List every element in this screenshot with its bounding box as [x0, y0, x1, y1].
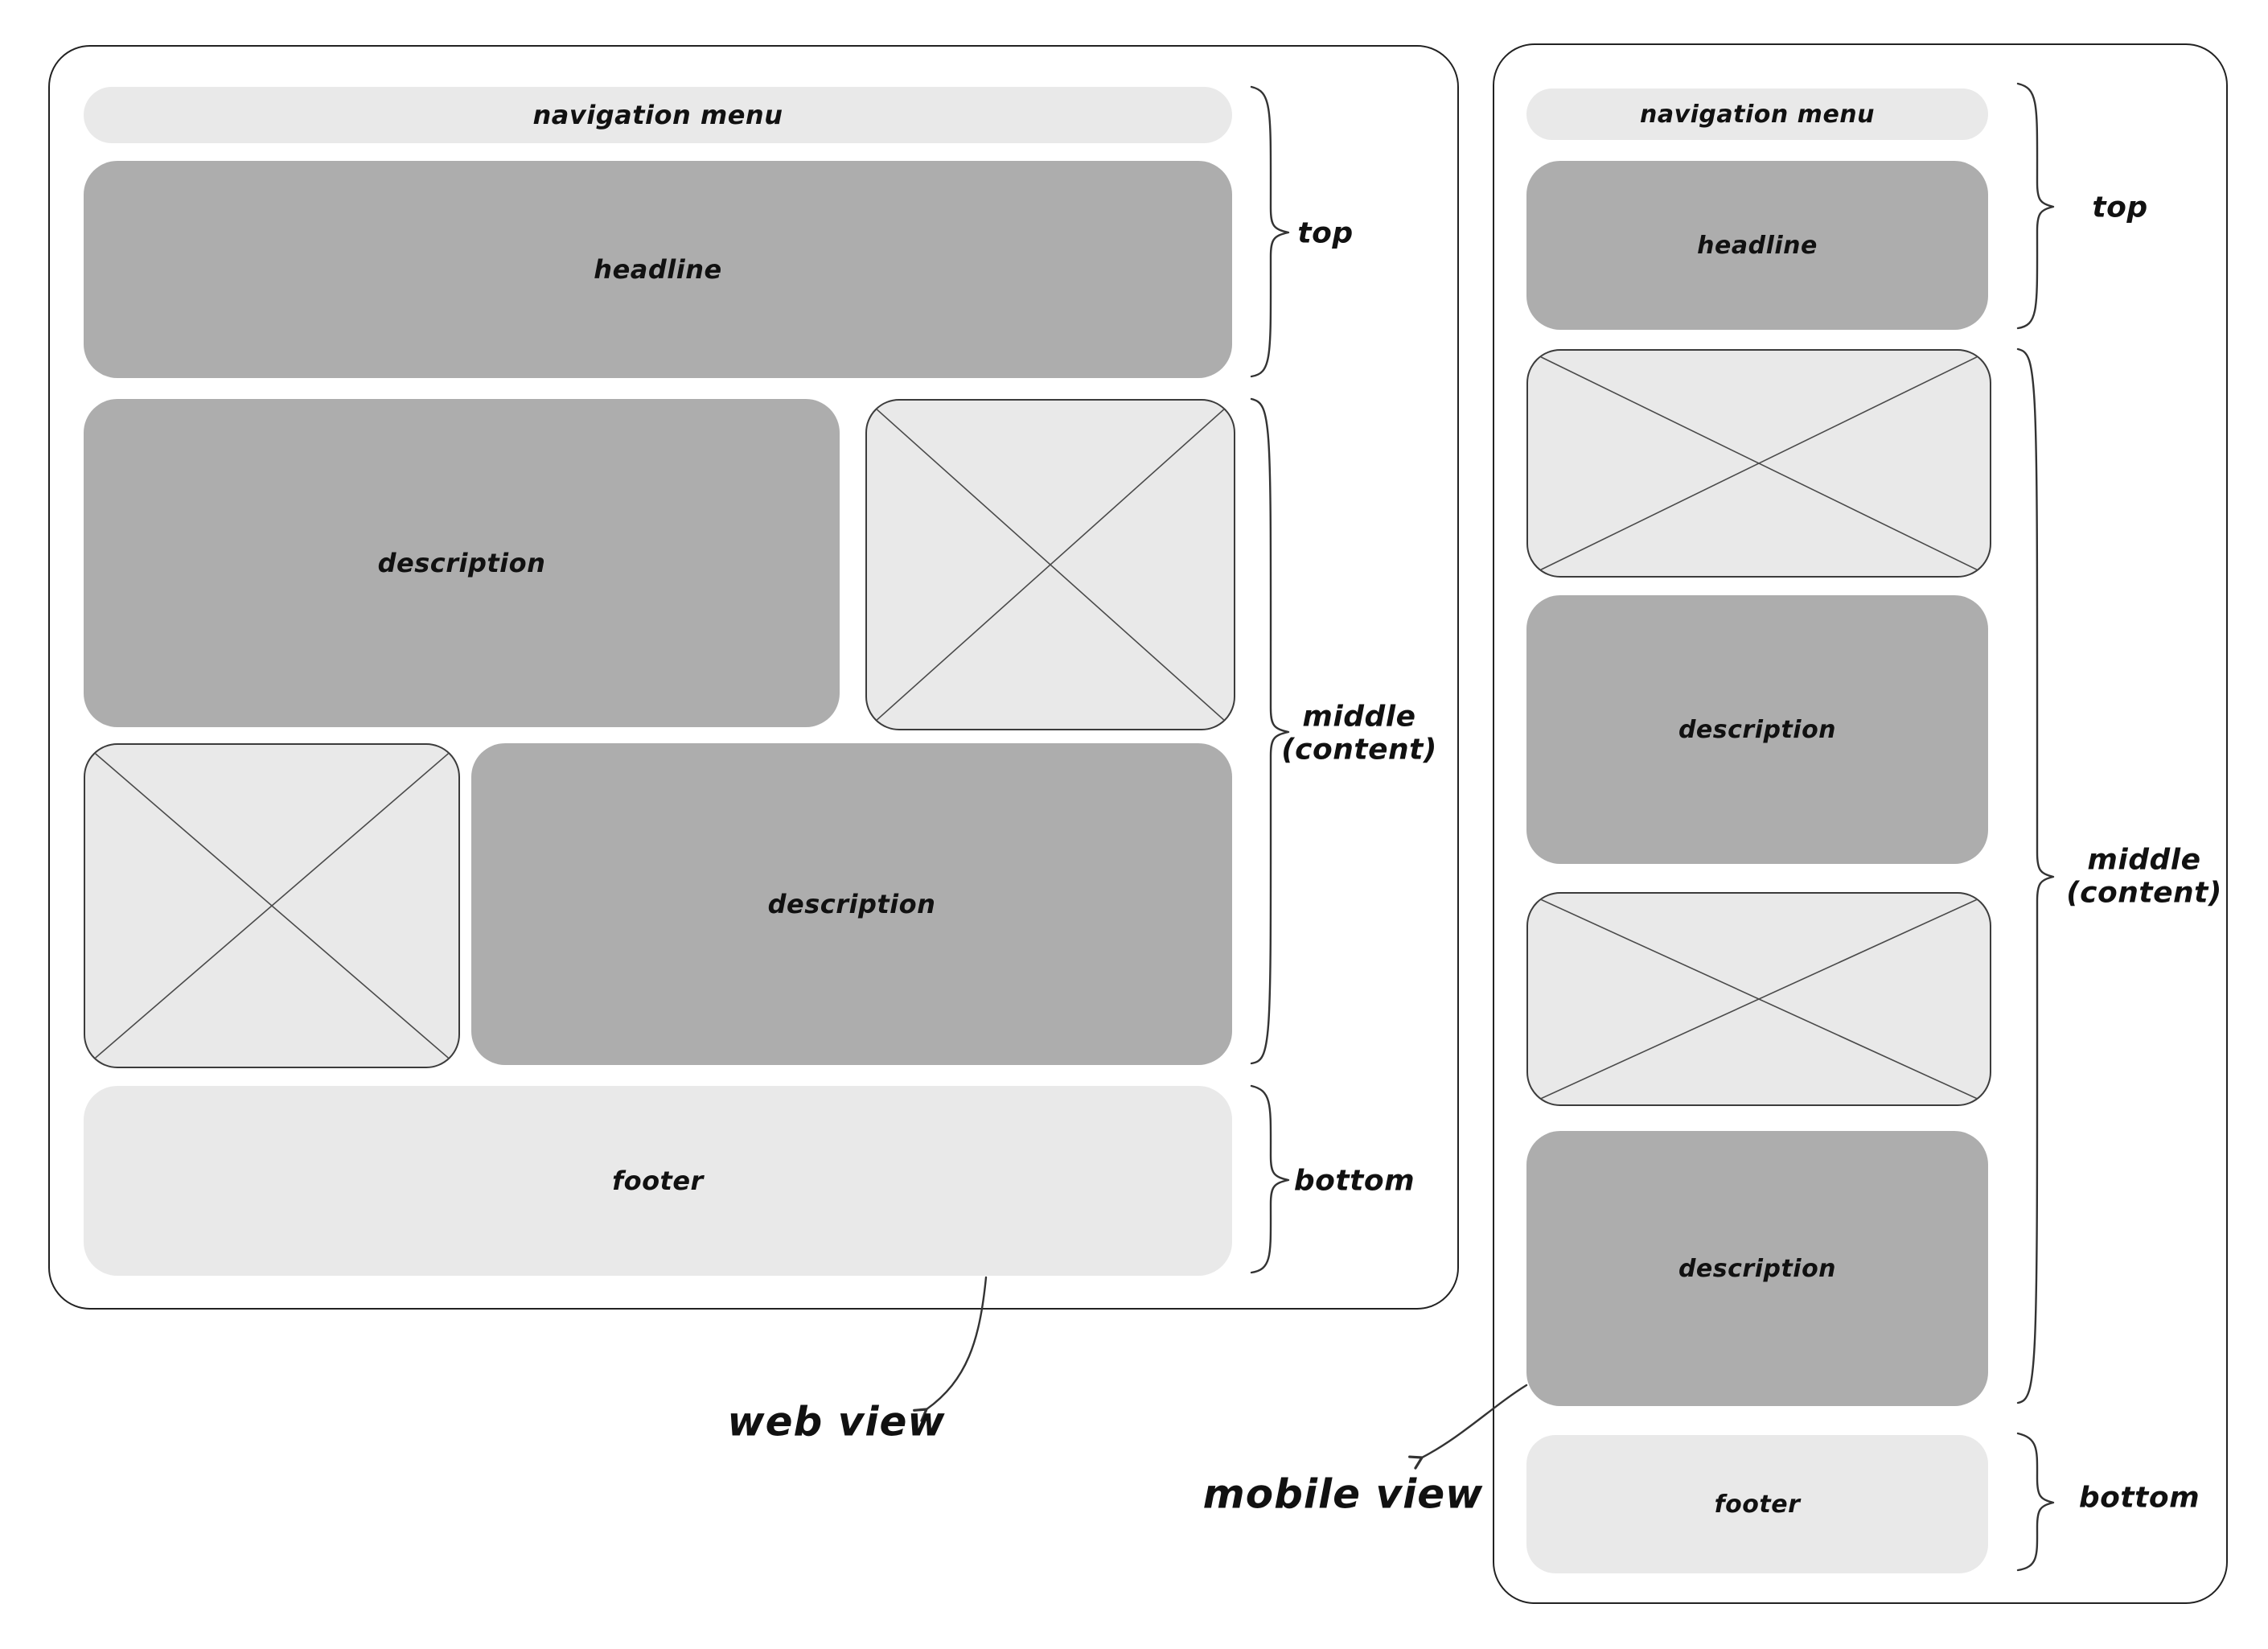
image-x-icon — [1528, 894, 1990, 1104]
web-description-block-row2: description — [471, 743, 1232, 1065]
image-x-icon — [85, 745, 458, 1067]
image-x-icon — [1528, 351, 1990, 576]
mobile-annotation-middle: middle (content) — [2066, 843, 2222, 910]
mobile-footer-block: footer — [1526, 1435, 1988, 1573]
mobile-description-2-label: description — [1678, 1254, 1837, 1283]
web-description-row1-label: description — [377, 548, 546, 578]
mobile-headline-label: headline — [1697, 231, 1818, 260]
web-navigation-menu-label: navigation menu — [532, 100, 783, 130]
mobile-description-block-1: description — [1526, 595, 1988, 864]
web-headline-label: headline — [594, 254, 722, 285]
mobile-headline-block: headline — [1526, 161, 1988, 330]
web-image-placeholder-row2 — [84, 743, 460, 1068]
web-navigation-menu-block: navigation menu — [84, 87, 1232, 143]
web-description-block-row1: description — [84, 399, 840, 727]
mobile-view-panel: navigation menu headline description des… — [1493, 43, 2228, 1604]
mobile-view-title: mobile view — [1202, 1470, 1484, 1518]
mobile-description-1-label: description — [1678, 715, 1837, 744]
web-image-placeholder-row1 — [865, 399, 1235, 730]
web-annotation-middle: middle (content) — [1281, 700, 1437, 767]
web-view-title: web view — [727, 1398, 946, 1445]
mobile-image-placeholder-1 — [1526, 349, 1991, 578]
mobile-navigation-menu-label: navigation menu — [1639, 100, 1876, 129]
web-annotation-top: top — [1297, 216, 1354, 250]
web-description-row2-label: description — [767, 889, 936, 919]
mobile-annotation-top: top — [2092, 191, 2148, 224]
mobile-description-block-2: description — [1526, 1131, 1988, 1406]
mobile-footer-label: footer — [1714, 1490, 1801, 1519]
mobile-image-placeholder-2 — [1526, 892, 1991, 1106]
web-footer-label: footer — [612, 1166, 704, 1196]
web-footer-block: footer — [84, 1086, 1232, 1276]
web-view-panel: navigation menu headline description des… — [48, 45, 1459, 1310]
web-headline-block: headline — [84, 161, 1232, 378]
mobile-annotation-bottom: bottom — [2078, 1481, 2200, 1515]
image-x-icon — [867, 401, 1234, 729]
web-annotation-bottom: bottom — [1293, 1164, 1415, 1198]
mobile-navigation-menu-block: navigation menu — [1526, 88, 1988, 140]
